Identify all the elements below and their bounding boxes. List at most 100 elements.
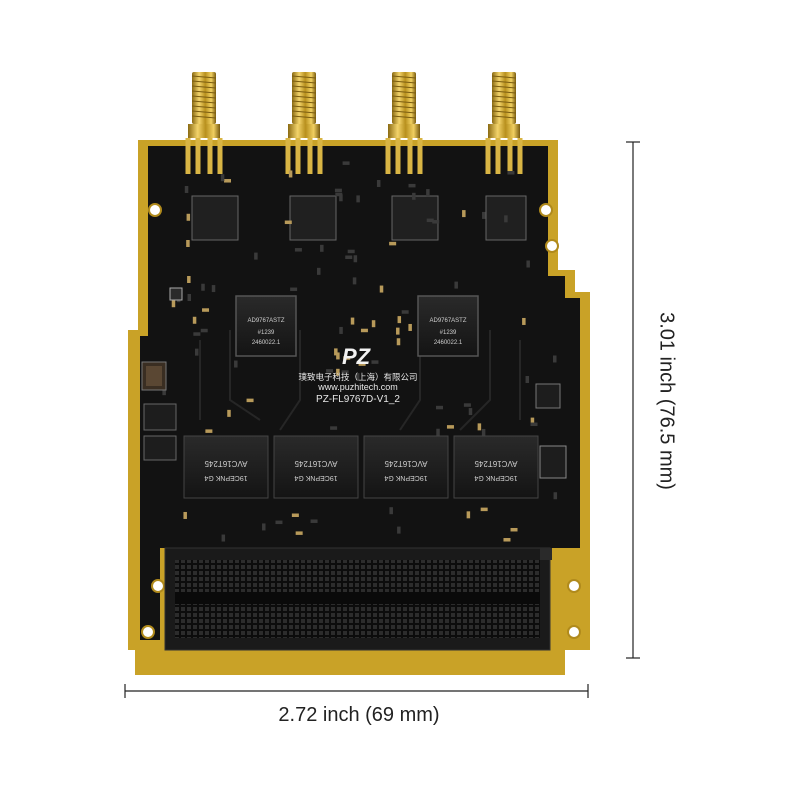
- buffer-chip-4: AVC16T245 19CEPNK G4: [453, 435, 539, 499]
- smd-part: [254, 252, 258, 260]
- smd-part: [356, 195, 360, 203]
- brand-logo: PZ: [342, 344, 372, 369]
- smd-part: [462, 210, 466, 218]
- smd-part: [290, 287, 298, 292]
- smd-part: [553, 492, 558, 500]
- dac-chip-right: AD9767ASTZ #1239 2460022.1: [417, 295, 479, 357]
- buffer-3-part: AVC16T245: [384, 459, 428, 468]
- smd-part: [454, 281, 458, 289]
- smd-part: [221, 534, 226, 542]
- smd-part: [510, 527, 518, 532]
- smd-part: [291, 513, 299, 518]
- dac-right-line2: #1239: [440, 330, 457, 336]
- smd-part: [288, 170, 293, 178]
- smd-part: [187, 294, 192, 302]
- buffer-4-code: 19CEPNK G4: [474, 474, 517, 481]
- width-dimension-line: [124, 684, 589, 698]
- smd-part: [376, 179, 381, 187]
- smd-part: [310, 519, 318, 523]
- width-dimension-label: 2.72 inch (69 mm): [278, 704, 440, 726]
- smd-part: [220, 174, 225, 182]
- smd-part: [184, 185, 189, 193]
- smd-part: [162, 388, 166, 396]
- smd-part: [320, 244, 324, 252]
- smd-part: [530, 422, 538, 427]
- smd-part: [200, 328, 208, 333]
- smd-part: [504, 215, 508, 223]
- buffer-chip-3: AVC16T245 19CEPNK G4: [363, 435, 449, 499]
- smd-part: [397, 316, 402, 324]
- smd-part: [194, 348, 199, 356]
- smd-part: [334, 348, 338, 356]
- smd-part: [192, 316, 197, 324]
- smd-part: [435, 405, 443, 410]
- dac-right-line1: AD9767ASTZ: [429, 318, 466, 324]
- smd-part: [353, 255, 358, 263]
- smd-part: [336, 352, 340, 360]
- sma-connectors: [185, 72, 523, 174]
- smd-part: [246, 398, 254, 403]
- smd-part: [397, 526, 401, 534]
- buffer-1-code: 19CEPNK G4: [204, 474, 247, 481]
- smd-part: [525, 375, 530, 383]
- smd-part: [480, 507, 488, 512]
- smd-part: [262, 523, 266, 531]
- smd-part: [336, 368, 340, 376]
- smd-part: [326, 369, 334, 373]
- smd-part: [468, 408, 473, 416]
- power-components: [141, 287, 567, 479]
- smd-components: [162, 161, 563, 542]
- smd-part: [350, 317, 355, 325]
- smd-part: [339, 326, 343, 334]
- dac-right-line3: 2460022.1: [434, 340, 463, 346]
- smd-part: [224, 179, 232, 183]
- smd-part: [481, 428, 486, 436]
- amp-chip-2: [289, 195, 337, 241]
- sma-connector-4: [485, 72, 523, 174]
- smd-part: [530, 417, 535, 425]
- smd-part: [343, 356, 351, 360]
- smd-part: [396, 327, 400, 335]
- smd-part: [339, 194, 343, 202]
- smd-part: [316, 267, 321, 275]
- smd-part: [432, 220, 440, 224]
- sma-connector-3: [385, 72, 423, 174]
- fmc-connector: [164, 547, 552, 651]
- smd-part: [211, 285, 216, 293]
- smd-part: [396, 338, 401, 346]
- smd-part: [522, 317, 526, 325]
- smd-part: [342, 161, 350, 165]
- smd-part: [355, 373, 360, 381]
- smd-part: [379, 285, 384, 293]
- smd-part: [186, 213, 191, 221]
- smd-part: [334, 188, 342, 193]
- smd-part: [201, 283, 205, 291]
- smd-part: [401, 310, 409, 314]
- smd-part: [389, 241, 397, 246]
- smd-part: [295, 531, 303, 535]
- smd-part: [205, 429, 213, 433]
- smd-part: [358, 362, 366, 366]
- smd-part: [193, 332, 201, 336]
- smd-part: [284, 220, 292, 225]
- smd-part: [436, 428, 440, 436]
- buffer-2-code: 19CEPNK G4: [294, 474, 337, 481]
- smd-part: [202, 308, 210, 312]
- smd-part: [371, 320, 376, 328]
- smd-part: [426, 218, 434, 223]
- smd-part: [294, 248, 302, 252]
- company-name: 璞致电子科技（上海）有限公司: [298, 372, 417, 382]
- mounting-holes: [141, 203, 581, 639]
- amp-chip-1: [191, 195, 239, 241]
- smd-part: [347, 249, 355, 254]
- smd-part: [552, 355, 557, 363]
- smd-part: [482, 211, 486, 219]
- smd-part: [446, 425, 454, 429]
- smd-part: [352, 277, 357, 285]
- smd-part: [360, 328, 368, 333]
- smd-part: [171, 300, 176, 308]
- buffer-chip-1: AVC16T245 19CEPNK G4: [183, 435, 269, 499]
- dac-left-line2: #1239: [258, 330, 275, 336]
- smd-part: [371, 360, 379, 364]
